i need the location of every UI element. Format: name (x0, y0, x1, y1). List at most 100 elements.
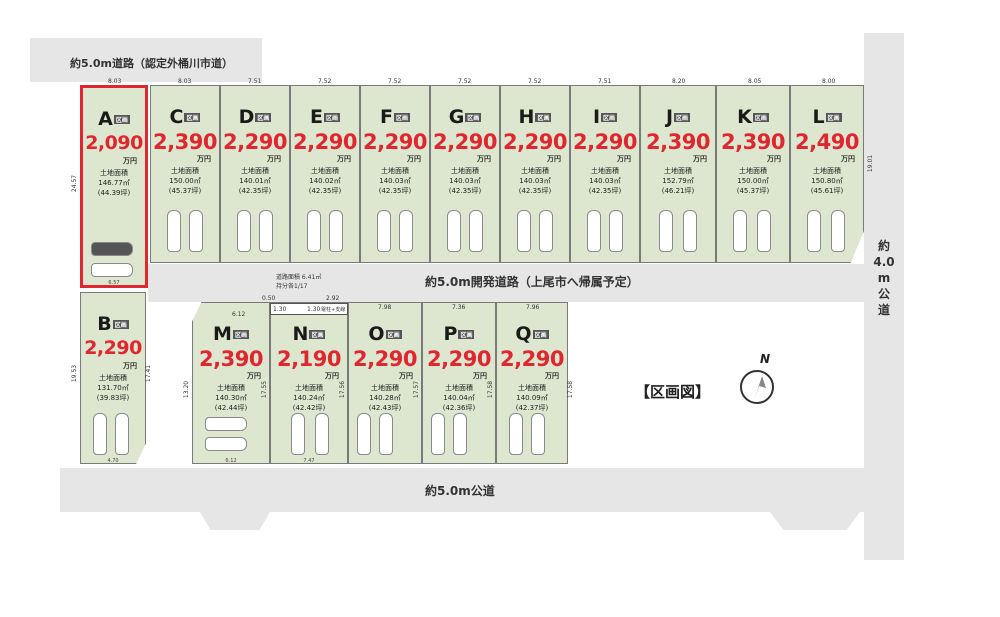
shared-road-note: 道路面積 6.41㎡ (276, 274, 322, 281)
lot-tsubo: (45.37坪) (736, 187, 770, 195)
car-icon (609, 210, 623, 252)
lot-price: 2,390 (721, 130, 785, 154)
lot-tsubo: (42.37坪) (515, 404, 549, 412)
car-icon (237, 210, 251, 252)
dim-m-top: 6.12 (232, 311, 246, 318)
lot-price: 2,190 (277, 347, 341, 371)
lot-tsubo: (45.61坪) (810, 187, 844, 195)
car-icon (315, 413, 329, 455)
car-icon (531, 413, 545, 455)
dim-o-top: 7.98 (378, 304, 392, 311)
lot-area: 140.02㎡ (309, 177, 341, 185)
lot-area-label: 土地面積 (371, 384, 399, 392)
lot-area: 150.80㎡ (811, 177, 843, 185)
car-icon (189, 210, 203, 252)
road-stub (200, 512, 270, 530)
bottom-road-label: 約5.0m公道 (425, 484, 495, 498)
lot-unit: 万円 (473, 372, 487, 380)
lot-price: 2,390 (199, 347, 263, 371)
lot-unit: 万円 (407, 155, 421, 163)
lot-price: 2,290 (84, 337, 142, 359)
lot-unit: 万円 (337, 155, 351, 163)
lot-area-label: 土地面積 (664, 167, 692, 175)
lot-area: 140.03㎡ (379, 177, 411, 185)
car-icon (357, 413, 371, 455)
lot-area-label: 土地面積 (217, 384, 245, 392)
lot-area-label: 土地面積 (451, 167, 479, 175)
lot-area-label: 土地面積 (518, 384, 546, 392)
dim-f-top: 7.52 (388, 78, 402, 85)
lot-area-label: 土地面積 (171, 167, 199, 175)
dim-292: 2.92 (326, 295, 340, 302)
car-icon (379, 413, 393, 455)
lot-price: 2,290 (223, 130, 287, 154)
car-icon (447, 210, 461, 252)
right-road-label: 約 4.0 m 公 道 (870, 238, 898, 318)
car-icon (517, 210, 531, 252)
car-icon (539, 210, 553, 252)
lot-tsubo: (42.42坪) (292, 404, 326, 412)
lot-price: 2,290 (363, 130, 427, 154)
car-icon (469, 210, 483, 252)
map-title: 【区画図】 (635, 383, 711, 401)
car-icon (807, 210, 821, 252)
shared-road-share: 持分各1/17 (276, 283, 308, 290)
lot-tsubo: (42.36坪) (442, 404, 476, 412)
lot-area: 140.03㎡ (589, 177, 621, 185)
car-icon (431, 413, 445, 455)
lot-unit: 万円 (267, 155, 281, 163)
dim-b-right: 17.41 (145, 364, 153, 383)
lot-price: 2,090 (85, 132, 143, 154)
dim-e-top: 7.52 (318, 78, 332, 85)
lot-area: 140.24㎡ (293, 394, 325, 402)
lot-area-label: 土地面積 (521, 167, 549, 175)
dim-b-left: 19.53 (71, 364, 79, 383)
lot-area-label: 土地面積 (99, 374, 127, 382)
dim-n-bot: 7.47 (303, 458, 315, 464)
lot-tsubo: (45.37坪) (168, 187, 202, 195)
lot-unit: 万円 (547, 155, 561, 163)
dim-130b: 1.30 (307, 306, 321, 313)
lot-area: 140.09㎡ (516, 394, 548, 402)
dim-b-bot: 4.70 (107, 458, 119, 464)
dim-c-top: 8.03 (178, 78, 192, 85)
dim-j-top: 8.20 (672, 78, 686, 85)
dim-d-top: 7.51 (248, 78, 262, 85)
dim-o-left: 17.56 (339, 380, 347, 399)
lot-area-label: 土地面積 (739, 167, 767, 175)
car-icon (329, 210, 343, 252)
dim-a-bot: 6.57 (108, 280, 120, 286)
lot-price: 2,390 (153, 130, 217, 154)
car-icon (831, 210, 845, 252)
car-icon (291, 413, 305, 455)
car-icon (377, 210, 391, 252)
lot-tsubo: (42.35坪) (588, 187, 622, 195)
right-road-char: 4.0 (873, 255, 895, 269)
right-road-char: 道 (877, 303, 890, 317)
lot-area: 150.00㎡ (169, 177, 201, 185)
